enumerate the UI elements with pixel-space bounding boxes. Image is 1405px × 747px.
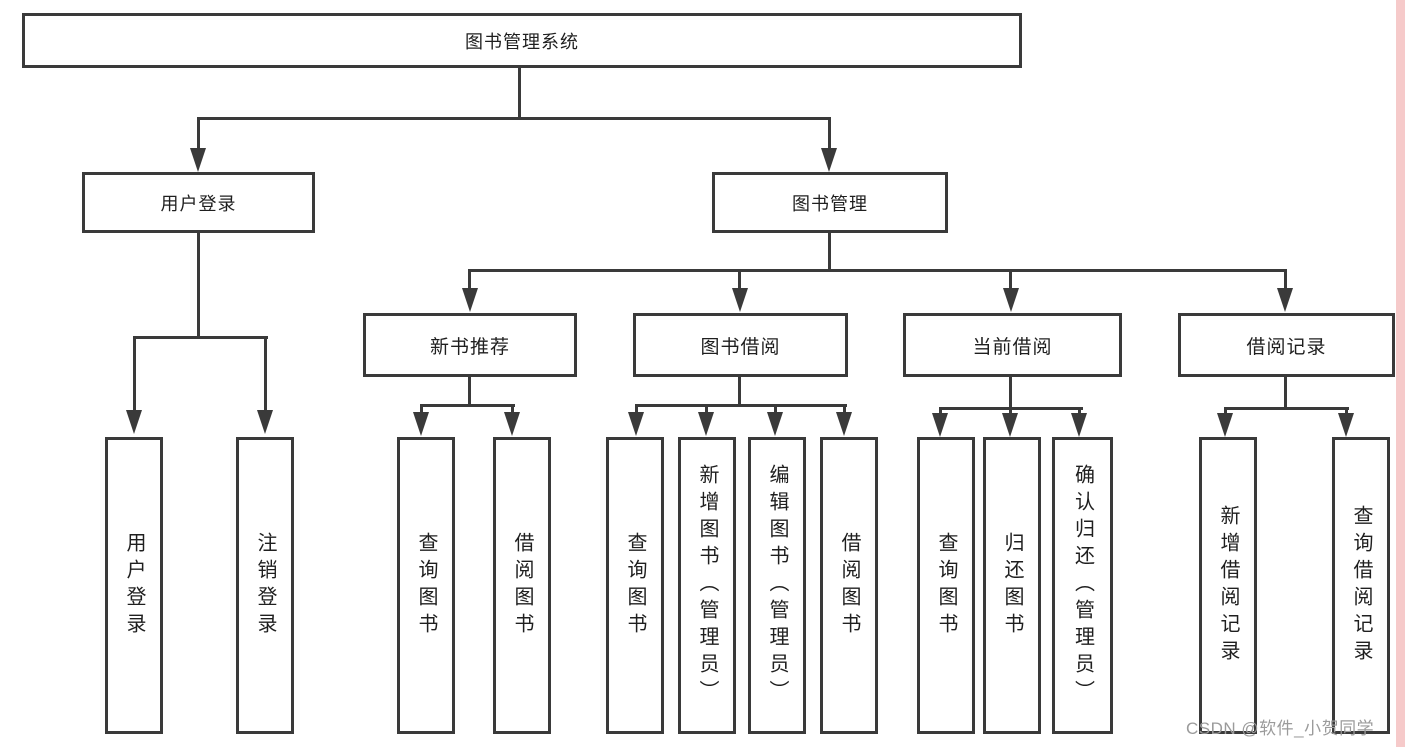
- arrow-down-icon: [462, 288, 478, 312]
- node-new-book-recommend: 新书推荐: [363, 313, 577, 377]
- leaf-label: 借阅图书: [511, 531, 533, 640]
- csdn-watermark: CSDN @软件_小贺同学: [1186, 719, 1375, 738]
- leaf-borrow-books-recommend: 借阅图书: [493, 437, 551, 734]
- connector-line: [843, 404, 846, 412]
- right-edge-strip: [1396, 0, 1405, 747]
- connector-line: [828, 117, 831, 151]
- node-label: 图书管理系统: [465, 31, 579, 52]
- arrow-down-icon: [1277, 288, 1293, 312]
- leaf-edit-book-admin: 编辑图书（管理员）: [748, 437, 806, 734]
- connector-line: [1009, 269, 1012, 289]
- node-label: 借阅记录: [1246, 336, 1327, 358]
- leaf-label: 借阅图书: [838, 531, 860, 640]
- leaf-borrow-books-borrowing: 借阅图书: [820, 437, 878, 734]
- connector-line: [1345, 407, 1348, 415]
- arrow-down-icon: [698, 412, 714, 436]
- leaf-label: 归还图书: [1001, 531, 1023, 640]
- leaf-label: 查询借阅记录: [1350, 504, 1372, 667]
- arrow-down-icon: [628, 412, 644, 436]
- node-borrowing-records: 借阅记录: [1178, 313, 1395, 377]
- leaf-label: 查询图书: [935, 531, 957, 640]
- leaf-label: 编辑图书（管理员）: [766, 464, 788, 707]
- arrow-down-icon: [413, 412, 429, 436]
- node-user-login: 用户登录: [82, 172, 315, 233]
- node-book-management: 图书管理: [712, 172, 948, 233]
- leaf-return-book: 归还图书: [983, 437, 1041, 734]
- connector-line: [635, 404, 638, 412]
- connector-line: [1224, 407, 1349, 410]
- node-label: 用户登录: [160, 193, 237, 214]
- leaf-confirm-return-admin: 确认归还（管理员）: [1052, 437, 1113, 734]
- connector-line: [738, 377, 741, 406]
- connector-line: [518, 68, 521, 120]
- leaf-query-books-borrowing: 查询图书: [606, 437, 664, 734]
- connector-line: [197, 117, 200, 151]
- leaf-add-borrow-record: 新增借阅记录: [1199, 437, 1257, 734]
- arrow-down-icon: [767, 412, 783, 436]
- connector-line: [939, 407, 942, 415]
- leaf-label: 查询图书: [415, 531, 437, 640]
- connector-line: [1284, 377, 1287, 409]
- connector-line: [1009, 377, 1012, 409]
- node-current-borrowing: 当前借阅: [903, 313, 1122, 377]
- connector-line: [197, 117, 831, 120]
- arrow-down-icon: [836, 412, 852, 436]
- arrow-down-icon: [1071, 413, 1087, 437]
- arrow-down-icon: [732, 288, 748, 312]
- arrow-down-icon: [1338, 413, 1354, 437]
- leaf-label: 确认归还（管理员）: [1071, 464, 1094, 707]
- leaf-label: 查询图书: [624, 531, 646, 640]
- leaf-query-books-current: 查询图书: [917, 437, 975, 734]
- leaf-user-login: 用户登录: [105, 437, 163, 734]
- node-label: 新书推荐: [429, 336, 510, 358]
- leaf-logout: 注销登录: [236, 437, 294, 734]
- node-library-management-system: 图书管理系统: [22, 13, 1022, 68]
- connector-line: [635, 404, 847, 407]
- connector-line: [133, 336, 268, 339]
- arrow-down-icon: [1002, 413, 1018, 437]
- leaf-label: 新增图书（管理员）: [696, 464, 718, 707]
- connector-line: [133, 336, 136, 414]
- arrow-down-icon: [1217, 413, 1233, 437]
- arrow-down-icon: [126, 410, 142, 434]
- connector-line: [1078, 407, 1081, 415]
- leaf-query-books-recommend: 查询图书: [397, 437, 455, 734]
- leaf-label: 注销登录: [254, 531, 276, 640]
- connector-line: [420, 404, 515, 407]
- connector-line: [264, 336, 267, 414]
- node-label: 当前借阅: [972, 336, 1053, 358]
- arrow-down-icon: [932, 413, 948, 437]
- connector-line: [705, 404, 708, 412]
- connector-line: [468, 269, 471, 289]
- arrow-down-icon: [257, 410, 273, 434]
- node-label: 图书借阅: [700, 336, 781, 358]
- arrow-down-icon: [1003, 288, 1019, 312]
- connector-line: [420, 404, 423, 412]
- connector-line: [511, 404, 514, 412]
- connector-line: [1224, 407, 1227, 415]
- connector-line: [738, 269, 741, 289]
- connector-line: [468, 377, 471, 406]
- leaf-label: 新增借阅记录: [1217, 504, 1239, 667]
- connector-line: [197, 233, 200, 338]
- arrow-down-icon: [190, 148, 206, 172]
- connector-line: [468, 269, 1287, 272]
- leaf-label: 用户登录: [123, 531, 145, 640]
- connector-line: [774, 404, 777, 412]
- arrow-down-icon: [821, 148, 837, 172]
- connector-line: [1284, 269, 1287, 289]
- node-book-borrowing: 图书借阅: [633, 313, 848, 377]
- arrow-down-icon: [504, 412, 520, 436]
- node-label: 图书管理: [792, 193, 868, 214]
- connector-line: [1009, 407, 1012, 415]
- leaf-query-borrow-record: 查询借阅记录: [1332, 437, 1390, 734]
- leaf-add-book-admin: 新增图书（管理员）: [678, 437, 736, 734]
- connector-line: [828, 233, 831, 272]
